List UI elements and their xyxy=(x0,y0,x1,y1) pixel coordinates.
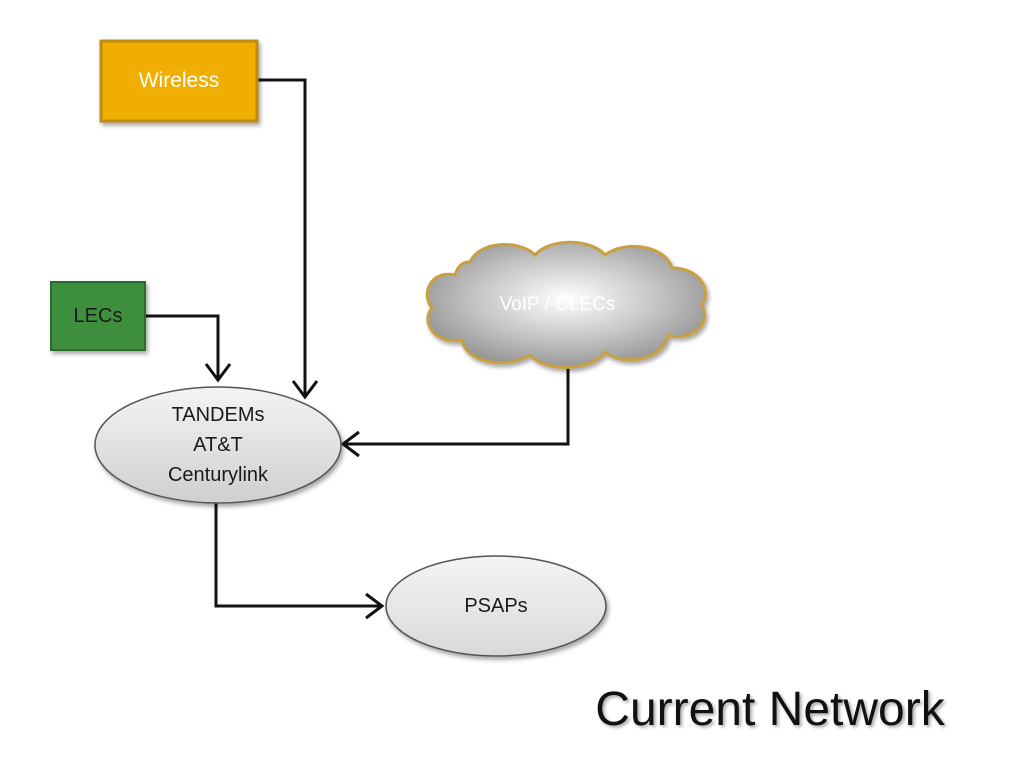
slide-title: Current Network xyxy=(595,683,945,736)
lecs-label: LECs xyxy=(73,304,123,327)
edge-tandems-psaps xyxy=(214,503,382,608)
edge-voip-tandems xyxy=(343,368,570,446)
wireless-box xyxy=(99,39,259,123)
psaps-label: PSAPs xyxy=(464,594,528,617)
tandems-label: TANDEMs AT&T Centurylink xyxy=(95,393,341,497)
tandems-line-1: TANDEMs xyxy=(171,404,265,426)
lecs-box xyxy=(50,281,146,351)
arrowhead-wireless xyxy=(291,380,319,400)
edge-wireless-tandems xyxy=(257,78,307,395)
edge-lecs-tandems xyxy=(145,314,220,378)
tandems-line-2: AT&T xyxy=(193,434,243,456)
arrowhead-voip xyxy=(340,430,360,458)
arrowhead-lecs xyxy=(204,363,232,383)
voip-cloud xyxy=(425,240,707,369)
tandems-line-3: Centurylink xyxy=(167,464,269,486)
arrowhead-psaps xyxy=(365,592,385,620)
connectors xyxy=(145,78,570,620)
tandems-ellipse xyxy=(94,386,342,504)
voip-label: VoIP / CLECs xyxy=(499,294,616,315)
wireless-label: Wireless xyxy=(138,69,220,92)
psaps-ellipse xyxy=(385,555,607,657)
